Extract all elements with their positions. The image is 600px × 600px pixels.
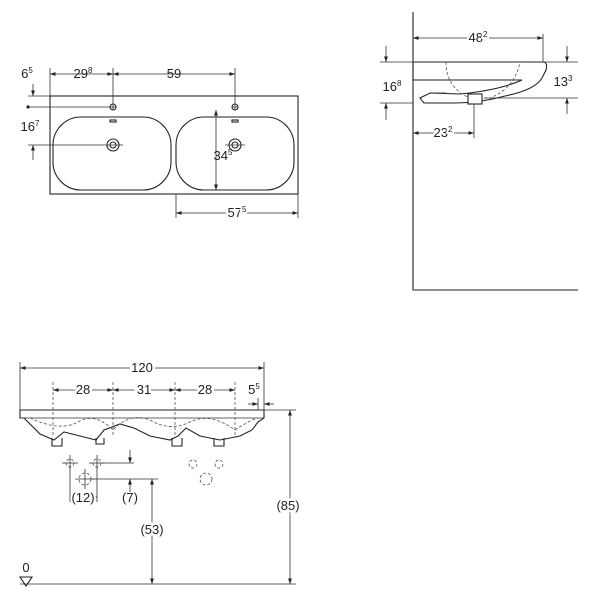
- dim-bowl-height: 13: [554, 74, 568, 89]
- dim-rim-height: 16: [383, 79, 397, 94]
- svg-text:482: 482: [469, 30, 488, 45]
- dim-front-tap-spacing: (12): [71, 490, 94, 505]
- dim-left-offset: 28: [76, 382, 90, 397]
- svg-text:168: 168: [383, 79, 402, 94]
- svg-text:167: 167: [21, 119, 40, 134]
- dim-front-tap-height: (7): [122, 490, 138, 505]
- svg-text:575: 575: [228, 205, 247, 220]
- tap-symbols-left: [62, 455, 105, 489]
- basin-outline-front: [19, 409, 265, 441]
- svg-text:133: 133: [554, 74, 573, 89]
- svg-text:345: 345: [214, 148, 233, 163]
- dim-total-height: (85): [276, 498, 299, 513]
- side-view: 482 168 133 232: [380, 12, 578, 291]
- dim-drain-offset: 23: [434, 125, 448, 140]
- svg-text:65: 65: [21, 66, 33, 81]
- left-bowl: [52, 116, 172, 191]
- right-bowl: [175, 116, 295, 191]
- svg-text:31: 31: [137, 382, 151, 397]
- svg-text:120: 120: [131, 360, 153, 375]
- svg-text:55: 55: [248, 382, 260, 397]
- dim-drain-height: (53): [140, 522, 163, 537]
- dim-edge-offset: 5: [248, 382, 255, 397]
- svg-text:232: 232: [434, 125, 453, 140]
- dim-bowl-span: 57: [228, 205, 242, 220]
- dim-top-edge-offset: 6: [21, 66, 28, 81]
- floor-level-marker: [18, 576, 34, 587]
- dim-right-offset: 28: [198, 382, 212, 397]
- dim-center-spacing: 31: [137, 382, 151, 397]
- dim-tap-offset: 29: [74, 66, 88, 81]
- dim-tap-depth: 16: [21, 119, 35, 134]
- top-view: 65 298 59 167 345 575: [21, 66, 299, 222]
- tap-symbols-right: [188, 459, 224, 486]
- dim-drain-depth: 34: [214, 148, 228, 163]
- floor-level-label: 0: [22, 560, 29, 575]
- dim-total-width: 120: [131, 360, 153, 375]
- front-view: 120 28 31 28 55 (12) (7) (53) (85) 0: [18, 358, 302, 587]
- svg-text:28: 28: [198, 382, 212, 397]
- dim-tap-spacing: 59: [167, 66, 181, 81]
- svg-text:298: 298: [74, 66, 93, 81]
- svg-text:59: 59: [167, 66, 181, 81]
- dim-depth: 48: [469, 30, 483, 45]
- wall-outline: [412, 12, 578, 291]
- svg-text:28: 28: [76, 382, 90, 397]
